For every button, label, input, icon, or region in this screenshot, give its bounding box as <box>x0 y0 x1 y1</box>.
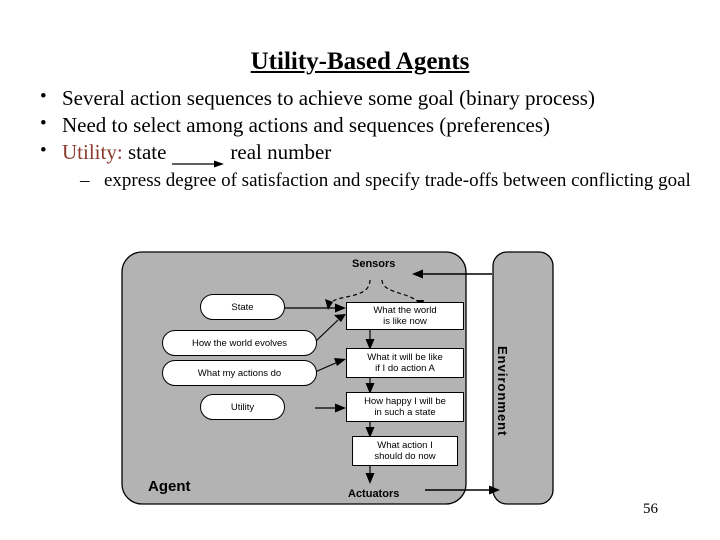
node-what-the-world-is-like-now: What the world is like now <box>346 302 464 330</box>
bullet-text-3-after: real number <box>230 140 332 164</box>
node-what-action-should-i-do: What action I should do now <box>352 436 458 466</box>
utility-based-agent-diagram: Environment Sensors Actuators Agent Stat… <box>120 250 575 518</box>
node-what-it-will-be-like: What it will be like if I do action A <box>346 348 464 378</box>
dash-marker: – <box>80 170 90 191</box>
list-item: • Need to select among actions and seque… <box>18 112 708 138</box>
bullet-text-3-highlight: Utility: <box>62 140 123 164</box>
actuators-label: Actuators <box>348 488 400 500</box>
sensors-label: Sensors <box>352 258 396 270</box>
environment-label: Environment <box>495 346 510 437</box>
node-how-happy-i-will-be: How happy I will be in such a state <box>346 392 464 422</box>
bullet-marker: • <box>40 140 47 161</box>
list-item: – express degree of satisfaction and spe… <box>18 169 708 193</box>
node-how-world-evolves: How the world evolves <box>162 330 317 356</box>
list-item: • Utility: state real number <box>18 139 708 168</box>
bullet-marker: • <box>40 113 47 134</box>
page-title: Utility-Based Agents <box>250 48 470 75</box>
bullet-list: • Several action sequences to achieve so… <box>18 85 708 193</box>
bullet-text-1: Several action sequences to achieve some… <box>62 86 595 110</box>
node-utility: Utility <box>200 394 285 420</box>
bullet-text-3-before: state <box>122 140 167 164</box>
node-what-my-actions-do: What my actions do <box>162 360 317 386</box>
node-state: State <box>200 294 285 320</box>
bullet-text-4: express degree of satisfaction and speci… <box>104 170 691 191</box>
agent-label: Agent <box>148 478 191 495</box>
list-item: • Several action sequences to achieve so… <box>18 85 708 111</box>
arrow-right-icon <box>172 160 225 168</box>
bullet-text-2: Need to select among actions and sequenc… <box>62 113 551 137</box>
bullet-marker: • <box>40 86 47 107</box>
page-number: 56 <box>643 501 658 517</box>
